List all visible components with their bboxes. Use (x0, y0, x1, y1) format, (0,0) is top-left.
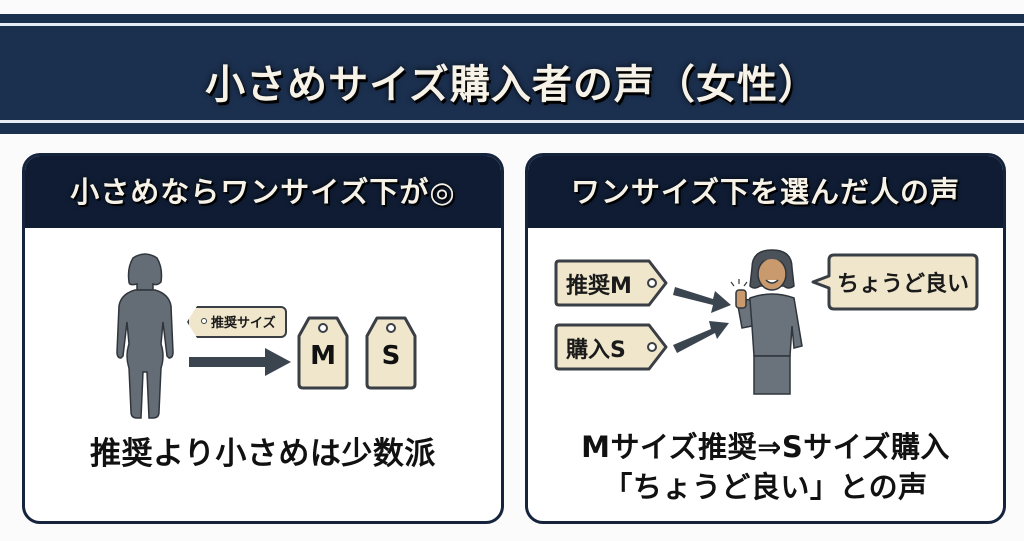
right-caption-line2: 「ちょうど良い」との声 (603, 470, 928, 504)
tag-purchased-s-label: 購入S (566, 338, 626, 363)
banner-bottom-stripe (0, 120, 1024, 123)
speech-bubble-text: ちょうど良い (836, 272, 969, 297)
page-title: 小さめサイズ購入者の声（女性） (205, 62, 819, 108)
panel-heading: 小さめならワンサイズ下が◎ (25, 156, 501, 228)
tag-recommended-m-label: 推奨M (566, 274, 632, 299)
panel-voices: ワンサイズ下を選んだ人の声 推奨M 購入S (525, 153, 1006, 524)
tag-purchased-s-icon (554, 323, 668, 371)
panel-body: 推奨M 購入S (528, 228, 1003, 521)
size-tag-m-icon (297, 316, 349, 390)
title-banner: 小さめサイズ購入者の声（女性） (0, 14, 1024, 134)
arrow-right-icon (189, 348, 291, 376)
size-tag-s-label: S (381, 341, 401, 371)
right-caption-line1: Mサイズ推奨⇒Sサイズ購入 (581, 430, 950, 464)
left-caption: 推奨より小さめは少数派 (90, 436, 436, 472)
panel-body: 推奨サイズ M S 推奨より小さめは少数派 (25, 228, 501, 521)
woman-silhouette-icon (116, 253, 174, 419)
arrows-converge-icon (673, 287, 731, 353)
banner-top-stripe (0, 23, 1024, 26)
tag-recommended-m-icon (554, 259, 668, 307)
speech-bubble-icon (811, 253, 979, 311)
panel-heading: ワンサイズ下を選んだ人の声 (528, 156, 1003, 228)
tag-hole-icon (201, 318, 207, 324)
size-tag-s-icon (365, 316, 417, 390)
panel-one-size-down: 小さめならワンサイズ下が◎ 推奨サイズ M (22, 153, 504, 524)
recommended-size-label: 推奨サイズ (211, 316, 276, 331)
size-tag-m-label: M (310, 341, 336, 371)
woman-thumbs-up-icon (730, 249, 803, 395)
